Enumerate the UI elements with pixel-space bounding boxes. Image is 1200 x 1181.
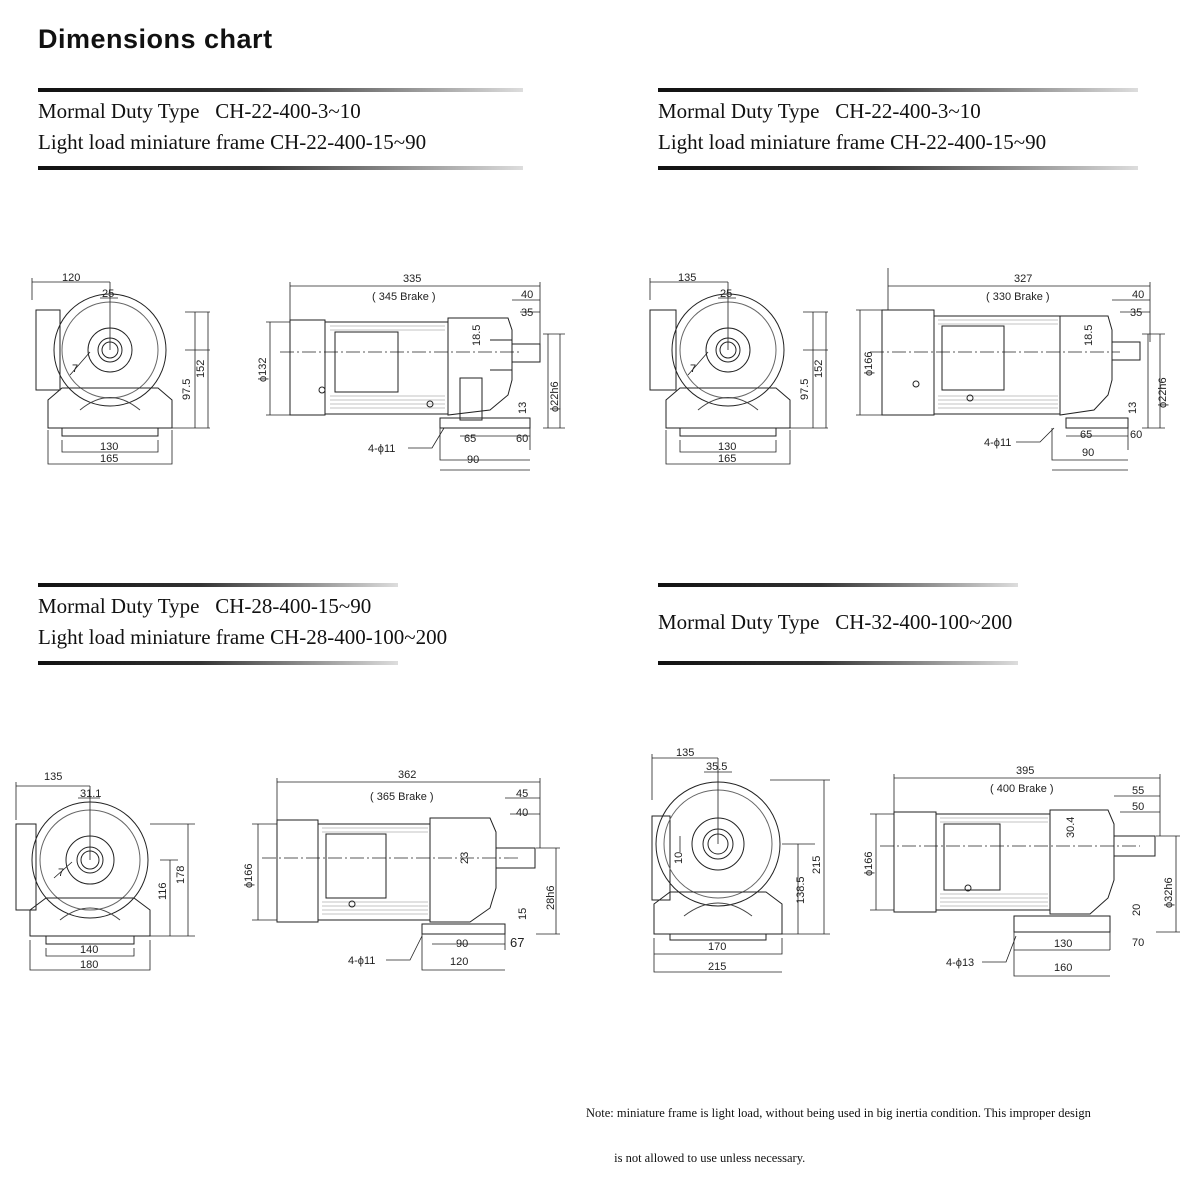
footnote: Note: miniature frame is light load, wit… bbox=[586, 1076, 1091, 1181]
d1-side-s2: 35 bbox=[521, 307, 533, 319]
d4-side-dia: ϕ166 bbox=[863, 851, 875, 876]
d4-side-brake: ( 400 Brake ) bbox=[990, 783, 1054, 795]
d2-front-base2: 165 bbox=[718, 453, 736, 465]
footnote-line2: is not allowed to use unless necessary. bbox=[586, 1151, 806, 1165]
d4-side-shaft: ϕ32h6 bbox=[1163, 877, 1175, 908]
d1-side-foot: 13 bbox=[517, 402, 529, 414]
d4-front-offset: 35.5 bbox=[706, 761, 727, 773]
d4-front-key: 10 bbox=[673, 852, 685, 864]
d1-front-offset: 25 bbox=[102, 288, 114, 300]
d3-side-s2: 40 bbox=[516, 807, 528, 819]
d1-side-shaft: ϕ22h6 bbox=[549, 381, 561, 412]
d1-side-keyh: 18.5 bbox=[471, 325, 483, 346]
d4-side-keyh: 30.4 bbox=[1065, 817, 1077, 838]
d3-side-holes: 4-ϕ11 bbox=[348, 955, 375, 967]
d3-front-width-top: 135 bbox=[44, 771, 62, 783]
d3-front-key: 7 bbox=[58, 867, 64, 879]
section-3-bottom-rule bbox=[38, 661, 398, 665]
d2-side-foot: 13 bbox=[1127, 402, 1139, 414]
d1-side-b2: 60 bbox=[516, 433, 528, 445]
d1-side-b1: 65 bbox=[464, 433, 476, 445]
d2-side-holes: 4-ϕ11 bbox=[984, 437, 1011, 449]
d3-side-brake: ( 365 Brake ) bbox=[370, 791, 434, 803]
drawing-1: 120 25 7 97.5 152 130 165 335 ( 345 Brak… bbox=[31, 272, 565, 471]
d2-front-h2: 152 bbox=[813, 360, 825, 378]
section-1-bottom-rule bbox=[38, 166, 523, 170]
section-2-top-rule bbox=[658, 88, 1138, 92]
section-2-line1: Mormal Duty Type CH-22-400-3~10 bbox=[658, 99, 981, 123]
page-title: Dimensions chart bbox=[38, 24, 273, 54]
d3-side-dia: ϕ166 bbox=[243, 863, 255, 888]
d2-front-base1: 130 bbox=[718, 441, 736, 453]
footnote-line1: Note: miniature frame is light load, wit… bbox=[586, 1106, 1091, 1120]
d3-side-foot: 15 bbox=[517, 908, 529, 920]
d2-side-b3: 90 bbox=[1082, 447, 1094, 459]
d2-side-length: 327 bbox=[1014, 273, 1032, 285]
d2-side-b1: 65 bbox=[1080, 429, 1092, 441]
d2-front-key: 7 bbox=[690, 363, 696, 375]
d1-side-s1: 40 bbox=[521, 289, 533, 301]
d3-front-offset: 31.1 bbox=[80, 788, 101, 800]
d3-side-b2: 67 bbox=[510, 935, 524, 950]
d1-front-h2: 152 bbox=[195, 360, 207, 378]
d1-side-brake: ( 345 Brake ) bbox=[372, 291, 436, 303]
d2-front-width-top: 135 bbox=[678, 272, 696, 284]
d1-front-base2: 165 bbox=[100, 453, 118, 465]
d2-front-h1: 97.5 bbox=[799, 379, 811, 400]
d3-side-b3: 120 bbox=[450, 956, 468, 968]
section-2-line2: Light load miniature frame CH-22-400-15~… bbox=[658, 130, 1047, 154]
d3-side-shaft: 28h6 bbox=[545, 886, 557, 910]
section-1-line1: Mormal Duty Type CH-22-400-3~10 bbox=[38, 99, 361, 123]
d2-side-s1: 40 bbox=[1132, 289, 1144, 301]
d4-side-length: 395 bbox=[1016, 765, 1034, 777]
section-4-line1: Mormal Duty Type CH-32-400-100~200 bbox=[658, 610, 1013, 634]
d1-front-key: 7 bbox=[72, 363, 78, 375]
d1-side-holes: 4-ϕ11 bbox=[368, 443, 395, 455]
d3-side-b1: 90 bbox=[456, 938, 468, 950]
d2-side-b2: 60 bbox=[1130, 429, 1142, 441]
d4-front-width-top: 135 bbox=[676, 747, 694, 759]
d4-side-b2: 70 bbox=[1132, 937, 1144, 949]
d4-front-h1: 138.5 bbox=[795, 876, 807, 904]
d4-front-base1: 170 bbox=[708, 941, 726, 953]
d4-side-s1: 55 bbox=[1132, 785, 1144, 797]
d4-side-b3: 160 bbox=[1054, 962, 1072, 974]
d1-side-length: 335 bbox=[403, 273, 421, 285]
section-3-line1: Mormal Duty Type CH-28-400-15~90 bbox=[38, 594, 372, 618]
d4-front-h2: 215 bbox=[811, 856, 823, 874]
drawing-2: 135 25 7 97.5 152 130 165 327 ( 330 Brak… bbox=[649, 268, 1169, 471]
d4-front-base2: 215 bbox=[708, 961, 726, 973]
d3-front-base1: 140 bbox=[80, 944, 98, 956]
d1-front-width-top: 120 bbox=[62, 272, 80, 284]
d2-side-s2: 35 bbox=[1130, 307, 1142, 319]
d1-front-base1: 130 bbox=[100, 441, 118, 453]
section-3-top-rule bbox=[38, 583, 398, 587]
section-2-bottom-rule bbox=[658, 166, 1138, 170]
section-1-top-rule bbox=[38, 88, 523, 92]
d3-side-length: 362 bbox=[398, 769, 416, 781]
d4-side-foot: 20 bbox=[1131, 904, 1143, 916]
d1-side-b3: 90 bbox=[467, 454, 479, 466]
d2-side-shaft: ϕ22h6 bbox=[1157, 377, 1169, 408]
d4-side-s2: 50 bbox=[1132, 801, 1144, 813]
d4-side-holes: 4-ϕ13 bbox=[946, 957, 974, 969]
drawing-4: 135 35.5 10 138.5 215 170 215 395 ( 400 … bbox=[651, 747, 1180, 977]
d4-side-b1: 130 bbox=[1054, 938, 1072, 950]
d3-side-s1: 45 bbox=[516, 788, 528, 800]
d2-side-dia: ϕ166 bbox=[863, 351, 875, 376]
d3-front-h1: 116 bbox=[157, 882, 169, 900]
d1-side-dia: ϕ132 bbox=[257, 357, 269, 382]
section-4-top-rule bbox=[658, 583, 1018, 587]
d2-side-brake: ( 330 Brake ) bbox=[986, 291, 1050, 303]
section-3-line2: Light load miniature frame CH-28-400-100… bbox=[38, 625, 448, 649]
d3-front-base2: 180 bbox=[80, 959, 98, 971]
d2-front-offset: 25 bbox=[720, 288, 732, 300]
section-1-line2: Light load miniature frame CH-22-400-15~… bbox=[38, 130, 427, 154]
d1-front-h1: 97.5 bbox=[181, 379, 193, 400]
d3-front-h2: 178 bbox=[175, 866, 187, 884]
d2-side-keyh: 18.5 bbox=[1083, 325, 1095, 346]
d3-side-keyh: 23 bbox=[459, 852, 471, 864]
section-4-bottom-rule bbox=[658, 661, 1018, 665]
drawing-3: 135 31.1 7 116 178 140 180 362 ( 365 Bra… bbox=[15, 769, 560, 971]
